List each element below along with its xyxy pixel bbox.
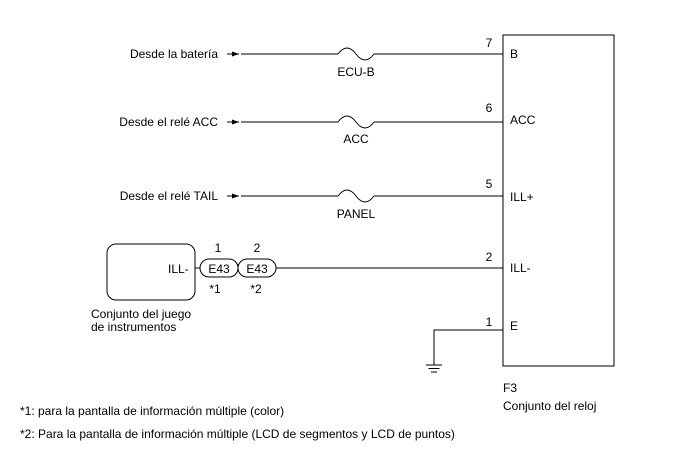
- connector-note: *2: [250, 282, 262, 296]
- terminal-label: B: [510, 47, 518, 61]
- pin-number: 2: [486, 250, 493, 264]
- pin-number: 5: [486, 177, 493, 191]
- source-label: Desde el relé ACC: [119, 115, 218, 129]
- fuse-label: PANEL: [337, 207, 376, 221]
- source-label: Desde la batería: [130, 47, 218, 61]
- ground-connection: 1 E: [426, 315, 518, 373]
- connector-note: *1: [209, 282, 221, 296]
- terminal-label: ILL-: [510, 261, 531, 275]
- pin-number: 6: [486, 101, 493, 115]
- source-row-acc: Desde el relé ACC ACC 6 ACC: [119, 101, 535, 146]
- clock-code: F3: [503, 381, 517, 395]
- connector-pin: 2: [254, 241, 261, 255]
- connector-pin: 1: [215, 241, 222, 255]
- terminal-label: ACC: [510, 113, 536, 127]
- pin-number: 7: [486, 36, 493, 50]
- clock-name: Conjunto del reloj: [503, 399, 596, 413]
- fuse-icon: [337, 189, 375, 203]
- source-row-battery: Desde la batería ECU-B 7 B: [130, 36, 518, 79]
- connector-code: E43: [208, 262, 230, 276]
- terminal-label: ILL+: [510, 190, 534, 204]
- cluster-name-line1: Conjunto del juego: [91, 307, 191, 321]
- fuse-icon: [337, 115, 375, 129]
- fuse-icon: [337, 47, 375, 61]
- source-label: Desde el relé TAIL: [120, 189, 219, 203]
- ground-icon: [426, 364, 442, 373]
- terminal-label: E: [510, 319, 518, 333]
- pin-number: 1: [486, 315, 493, 329]
- footnote-1: *1: para la pantalla de información múlt…: [20, 404, 284, 418]
- clock-assembly-box: [502, 34, 615, 367]
- footnote-2: *2: Para la pantalla de información múlt…: [20, 427, 455, 441]
- fuse-label: ACC: [343, 132, 369, 146]
- instrument-cluster-box: [106, 243, 196, 301]
- source-row-tail: Desde el relé TAIL PANEL 5 ILL+: [120, 177, 534, 221]
- cluster-name-line2: de instrumentos: [91, 320, 176, 334]
- cluster-terminal-label: ILL-: [168, 262, 189, 276]
- fuse-label: ECU-B: [337, 65, 374, 79]
- connector-code: E43: [246, 262, 268, 276]
- instrument-cluster: ILL- Conjunto del juego de instrumentos …: [91, 241, 503, 334]
